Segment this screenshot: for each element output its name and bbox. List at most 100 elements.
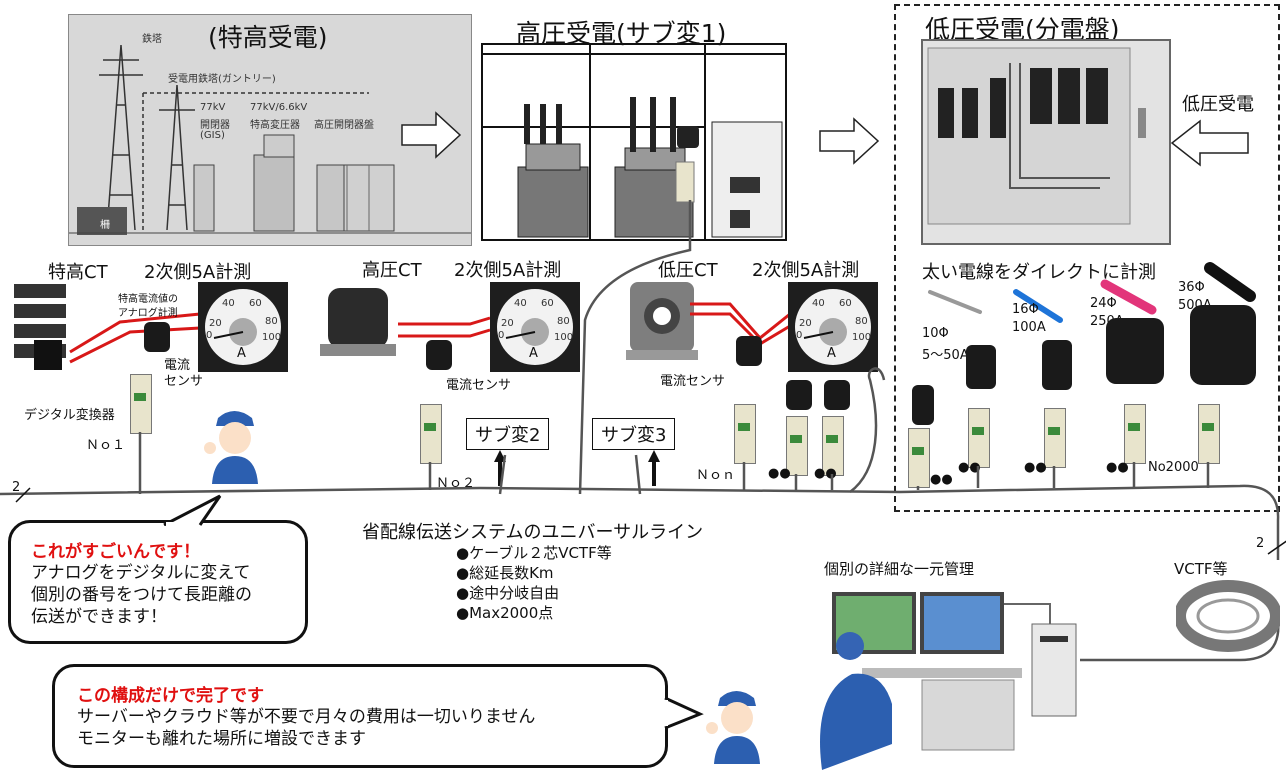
teiatsu-ct-label: 低圧CT xyxy=(658,260,718,281)
clamp-sensor-36 xyxy=(1190,305,1256,385)
speech-bubble-2: この構成だけで完了です サーバーやクラウド等が不要で月々の費用は一切いりません … xyxy=(52,664,668,768)
koatsu-ct-unit xyxy=(320,288,396,356)
bubble1-line3: 伝送ができます！ xyxy=(31,607,167,627)
teiatsu-meter-tick-60: 60 xyxy=(839,298,852,309)
bubble1-line1: アナログをデジタルに変えて xyxy=(31,563,251,583)
teiatsu-ct-unit xyxy=(626,282,698,360)
teiatsu-meter-tick-40: 40 xyxy=(812,298,825,309)
bubble2-headline: この構成だけで完了です xyxy=(77,686,264,706)
tokko-sensor-label-1: 電流 xyxy=(164,358,191,373)
teiatsu-sensor-label: 電流センサ xyxy=(660,374,726,389)
wire-36-size: 36Φ xyxy=(1178,280,1205,295)
speech-bubble-1: これがすごいんです！ アナログをデジタルに変えて 個別の番号をつけて長距離の 伝… xyxy=(8,520,308,644)
universal-item-1: ●ケーブル２芯VCTF等 xyxy=(456,544,612,562)
wire-10-size: 10Φ xyxy=(922,326,949,341)
teiatsu-meter-unit: A xyxy=(827,346,836,361)
bubble2-tail xyxy=(664,696,704,730)
tokko-meter-tick-100: 100 xyxy=(262,332,282,343)
teiatsu-sensor-3 xyxy=(824,380,850,410)
teiatsu-5a-label: 2次側5A計測 xyxy=(752,260,860,281)
bubble2-line2: モニターも離れた場所に増設できます xyxy=(77,729,366,749)
bubble1-line2: 個別の番号をつけて長距離の xyxy=(31,585,252,605)
koatsu-meter-tick-100: 100 xyxy=(554,332,574,343)
dots-t2: ●● xyxy=(768,466,791,481)
wire-24-size: 24Φ xyxy=(1090,296,1117,311)
tokko-meter-tick-40: 40 xyxy=(222,298,235,309)
tetto-label: 鉄塔 xyxy=(142,34,162,45)
non-label: Ｎｏｎ xyxy=(696,468,736,483)
worker-icon-1 xyxy=(204,411,258,484)
koatsu-meter-tick-60: 60 xyxy=(541,298,554,309)
koatsu-ammeter xyxy=(490,282,580,372)
tokko-meter-tick-60: 60 xyxy=(249,298,262,309)
kaiheiki-label: 高圧開閉器盤 xyxy=(314,120,374,131)
digital-converter-b3 xyxy=(1044,408,1066,468)
arrow-left-icon xyxy=(1170,119,1249,167)
tokko-5a-label: 2次側5A計測 xyxy=(144,262,252,283)
dots-b3: ●● xyxy=(1024,460,1047,475)
teiatsu-ammeter xyxy=(788,282,878,372)
bunden-dashed-region xyxy=(894,4,1280,512)
universal-item-4: ●Max2000点 xyxy=(456,604,554,622)
tokko-panel-drawing xyxy=(69,44,471,235)
tokko-ct-label: 特高CT xyxy=(48,262,108,283)
sub3-up-arrow-icon xyxy=(648,450,660,486)
ct-red-wires xyxy=(69,302,791,364)
tokko-ammeter xyxy=(198,282,288,372)
tokko-title: (特高受電) xyxy=(208,23,328,52)
tokko-sensor-label-2: センサ xyxy=(164,374,204,389)
clamp-sensor-24 xyxy=(1106,318,1164,384)
dots-b4: ●● xyxy=(1106,460,1129,475)
distribution-board xyxy=(921,39,1171,245)
universal-item-3: ●途中分岐自由 xyxy=(456,584,560,602)
tokko-ct-unit xyxy=(14,284,66,370)
gis-label-1: 77kV xyxy=(200,102,226,113)
worker-icon-2 xyxy=(706,691,760,764)
digital-converter-b2 xyxy=(968,408,990,468)
trans-label-2: 特高変圧器 xyxy=(250,120,300,131)
teiatsu-meter-tick-20: 20 xyxy=(799,318,812,329)
gis-label-2: 開閉器 xyxy=(200,120,230,131)
universal-line-title: 省配線伝送システムのユニバーサルライン xyxy=(362,522,704,543)
tokko-meter-unit: A xyxy=(237,346,246,361)
management-title: 個別の詳細な一元管理 xyxy=(824,560,975,578)
tokko-meter-tick-80: 80 xyxy=(265,316,278,327)
tokko-meter-tick-0: 0 xyxy=(206,330,213,341)
koatsu-ct-label: 高圧CT xyxy=(362,260,422,281)
digital-converter-label: デジタル変換器 xyxy=(24,408,115,423)
arrow-right-icon xyxy=(401,111,462,159)
clamp-sensor-16a xyxy=(966,345,996,389)
pair-mark-right: 2 xyxy=(1256,536,1265,551)
dots-b1: ●● xyxy=(930,472,953,487)
substation-frame xyxy=(481,43,787,241)
vctf-cable-coil xyxy=(1176,580,1280,652)
teiatsu-meter-tick-100: 100 xyxy=(852,332,872,343)
wire-samples xyxy=(928,262,1256,323)
koatsu-5a-label: 2次側5A計測 xyxy=(454,260,562,281)
wire-16-size: 16Φ xyxy=(1012,302,1039,317)
fence-label: 柵 xyxy=(100,220,110,231)
sub2-tag: サブ変2 xyxy=(466,418,550,450)
sub3-tag: サブ変3 xyxy=(592,418,676,450)
teiatsu-meter-tick-0: 0 xyxy=(796,330,803,341)
wire-16-current: 100A xyxy=(1012,320,1046,335)
vctf-label: VCTF等 xyxy=(1174,560,1228,578)
tokko-meter-tick-20: 20 xyxy=(209,318,222,329)
teiatsu-current-sensor xyxy=(736,336,762,366)
koatsu-sensor-label: 電流センサ xyxy=(446,378,512,393)
koatsu-meter-tick-40: 40 xyxy=(514,298,527,309)
trans-label-1: 77kV/6.6kV xyxy=(250,102,308,113)
bubble2-line1: サーバーやクラウド等が不要で月々の費用は一切いりません xyxy=(77,707,536,727)
bubble1-tail xyxy=(163,494,222,526)
gantry-label: 受電用鉄塔(ガントリー) xyxy=(168,74,276,85)
koatsu-meter-unit: A xyxy=(529,346,538,361)
pair-mark-left: 2 xyxy=(12,480,21,495)
gis-label-3: (GIS) xyxy=(200,130,225,141)
clamp-sensor-10 xyxy=(912,385,934,425)
bubble1-headline: これがすごいんです！ xyxy=(31,542,201,562)
tokko-analog-label-2: アナログ計測 xyxy=(118,308,178,319)
tokko-current-sensor xyxy=(144,322,170,352)
universal-item-2: ●総延長数Km xyxy=(456,564,554,582)
dots-b2: ●● xyxy=(958,460,981,475)
